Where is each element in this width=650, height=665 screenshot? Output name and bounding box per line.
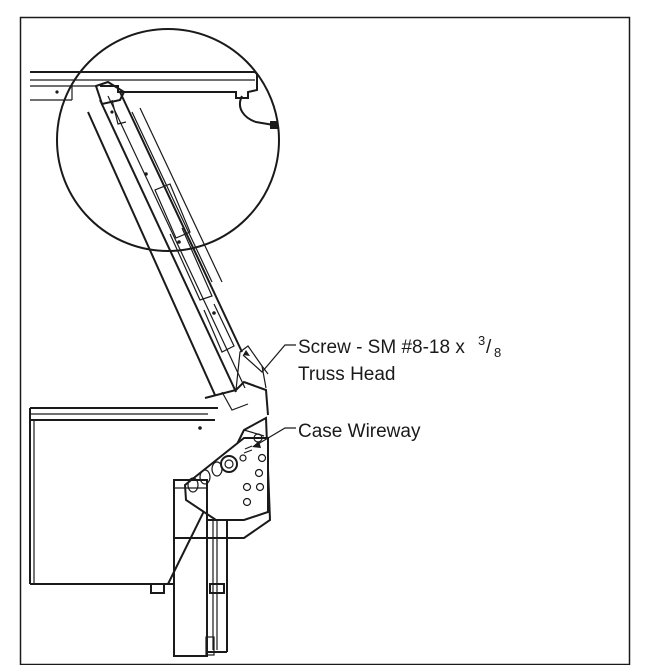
wireway-callout-label: Case Wireway [298, 421, 421, 442]
detail-magnifier-circle [57, 29, 279, 251]
sloped-bracket-assembly [88, 82, 268, 415]
screw-fraction-numerator: 3 [478, 333, 485, 348]
screw-callout-leader [243, 345, 296, 372]
screw-callout-label-line2: Truss Head [298, 364, 396, 385]
top-rail [30, 72, 257, 100]
screw-fraction-separator: / [486, 337, 492, 358]
screw-fraction-denominator: 8 [494, 345, 501, 360]
screw-callout-label-line1: Screw - SM #8-18 x [298, 337, 465, 358]
